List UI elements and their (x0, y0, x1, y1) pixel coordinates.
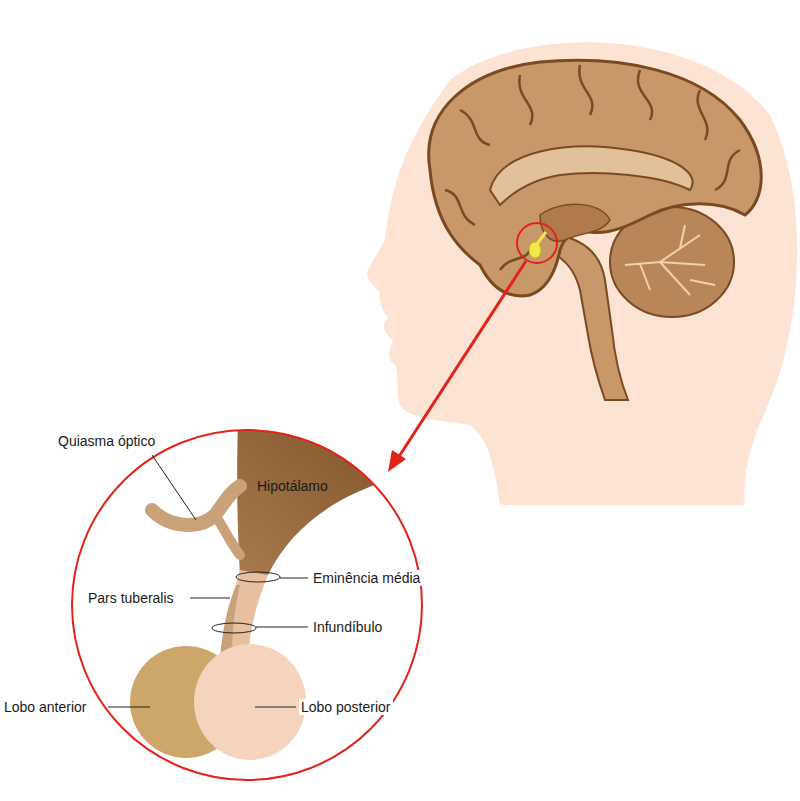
leader-line (280, 578, 308, 579)
leader-line (256, 627, 308, 628)
infundibulum-ring (212, 623, 256, 633)
leader-line (190, 598, 230, 599)
hypothalamus (237, 420, 430, 575)
part-label: Lobo anterior (2, 699, 89, 715)
part-label: Pars tuberalis (86, 590, 176, 606)
focus-circle (517, 223, 557, 263)
eminence-ring (236, 572, 280, 582)
pituitary-stalk-small (537, 232, 546, 244)
pituitary-small (529, 242, 541, 258)
brain-gyri (445, 65, 740, 270)
cerebellum-folia (625, 225, 715, 295)
corpus-callosum (490, 146, 693, 205)
zoom-arrowhead (388, 450, 406, 472)
part-label: Eminência média (311, 570, 422, 586)
cerebrum (429, 60, 762, 296)
leader-line (255, 707, 296, 708)
zoom-arrow (398, 261, 526, 458)
leader-line (108, 707, 150, 708)
optic-chiasm-branch (215, 515, 240, 555)
posterior-lobe (194, 644, 306, 760)
part-label: Lobo posterior (299, 699, 393, 715)
head-silhouette (367, 42, 797, 505)
leader-line (152, 455, 196, 520)
zoom-circle (72, 430, 422, 780)
part-label: Quiasma óptico (56, 433, 157, 449)
part-label: Infundíbulo (311, 619, 384, 635)
thalamus (540, 204, 610, 241)
part-label: Hipotálamo (255, 478, 330, 494)
